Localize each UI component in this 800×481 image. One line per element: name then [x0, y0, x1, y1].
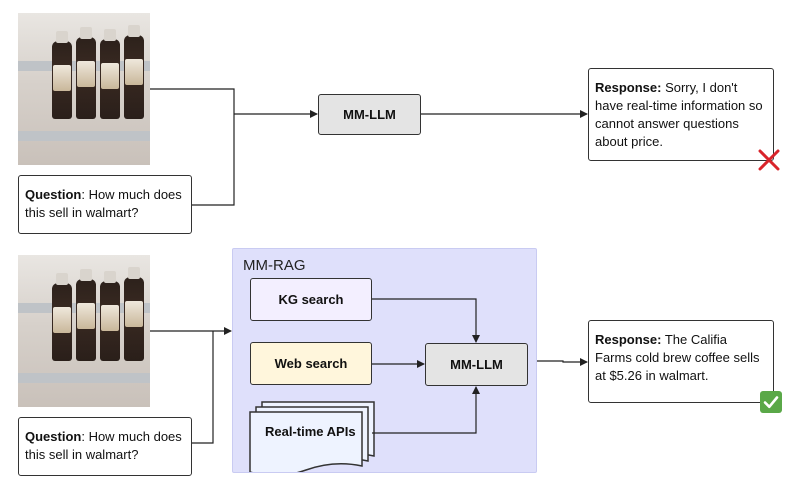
question-box-top: Question: How much does this sell in wal… [18, 175, 192, 234]
mm-llm-box-top: MM-LLM [318, 94, 421, 135]
mm-llm-box-bottom: MM-LLM [425, 343, 528, 386]
response-text: The Califia Farms cold brew coffee sells… [595, 332, 760, 383]
question-box-bottom: Question: How much does this sell in wal… [18, 417, 192, 476]
web-search-label: Web search [274, 356, 348, 371]
green-check-icon [760, 391, 782, 413]
realtime-apis-doc-icon [249, 401, 375, 472]
question-label: Question [25, 429, 82, 444]
web-search-box: Web search [250, 342, 372, 385]
question-label: Question [25, 187, 82, 202]
red-x-icon [758, 149, 780, 171]
kg-search-label: KG search [278, 292, 344, 307]
response-box-top: Response: Sorry, I don't have real-time … [588, 68, 774, 161]
mm-llm-label: MM-LLM [343, 107, 396, 122]
response-label: Response: [595, 332, 662, 347]
realtime-apis-label: Real-time APIs [265, 424, 356, 439]
response-text: Sorry, I don't have real-time informatio… [595, 80, 763, 149]
product-photo-bottom [18, 255, 150, 407]
response-box-bottom: Response: The Califia Farms cold brew co… [588, 320, 774, 403]
response-label: Response: [595, 80, 662, 95]
kg-search-box: KG search [250, 278, 372, 321]
mm-llm-label: MM-LLM [450, 357, 503, 372]
product-photo-top [18, 13, 150, 165]
question-text: : How much does this sell in walmart? [25, 429, 182, 462]
mm-rag-title: MM-RAG [243, 257, 306, 274]
question-text: : How much does this sell in walmart? [25, 187, 182, 220]
